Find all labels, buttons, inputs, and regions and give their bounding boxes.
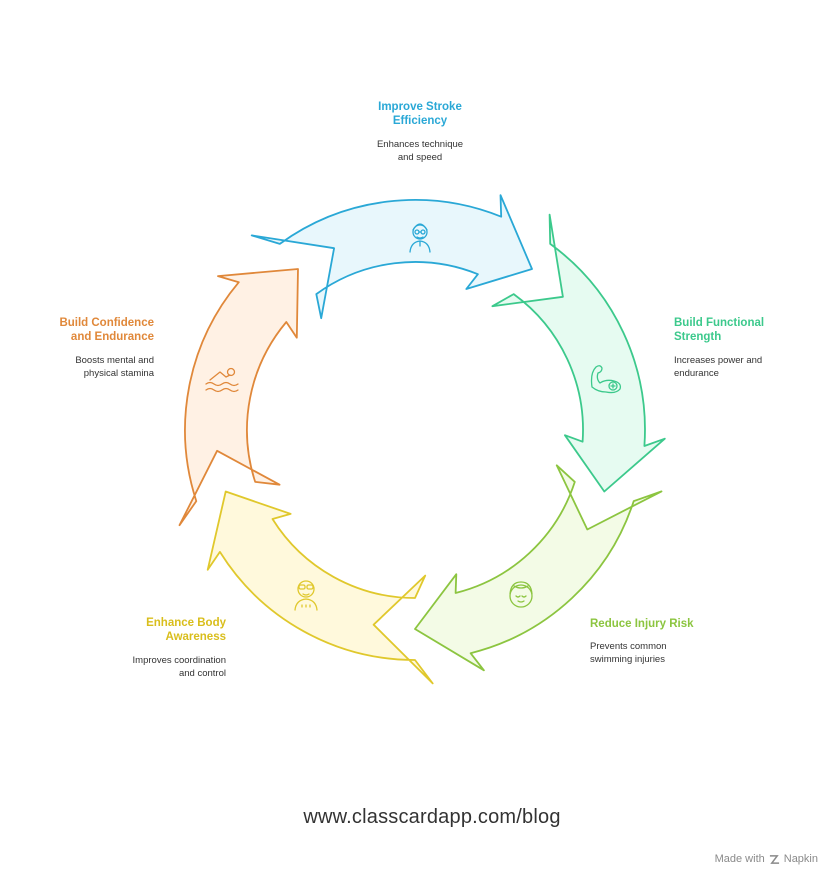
step-2-label-group: Build Functional Strength Increases powe…: [674, 316, 804, 380]
napkin-logo-icon: [769, 854, 779, 864]
cycle-arrow-step-3: [414, 464, 663, 672]
person-with-goggles-icon: [294, 580, 318, 611]
swimming-person-icon: [205, 367, 239, 393]
step-1-description: Enhances technique and speed: [376, 139, 464, 163]
swimmer-with-goggles-icon: [409, 223, 431, 253]
napkin-brand-text: Napkin: [783, 853, 818, 865]
step-5-title: Build Confidence and Endurance: [59, 317, 154, 343]
step-3-title: Reduce Injury Risk: [590, 618, 694, 630]
cycle-arrow-step-4: [206, 490, 434, 685]
swim-cap-face-icon: [509, 581, 533, 608]
step-5-description: Boosts mental and physical stamina: [75, 355, 154, 379]
step-2-title: Build Functional Strength: [674, 317, 765, 343]
step-4-title: Enhance Body Awareness: [146, 617, 226, 643]
step-1-title: Improve Stroke Efficiency: [378, 101, 462, 127]
step-1-label-group: Improve Stroke Efficiency Enhances techn…: [356, 100, 484, 164]
website-url[interactable]: www.classcardapp.com/blog: [303, 806, 561, 828]
flexed-arm-icon: [590, 365, 622, 394]
step-5-label-group: Build Confidence and Endurance Boosts me…: [24, 316, 154, 380]
made-with-napkin-footer[interactable]: Made with Napkin: [715, 853, 818, 865]
step-2-description: Increases power and endurance: [674, 355, 763, 379]
step-4-description: Improves coordination and control: [132, 655, 226, 679]
made-with-text: Made with: [714, 853, 765, 865]
cycle-arrow-step-5: [178, 268, 299, 527]
cycle-arrow-step-2: [491, 213, 666, 493]
step-3-label-group: Reduce Injury Risk Prevents common swimm…: [590, 617, 740, 666]
step-3-description: Prevents common swimming injuries: [590, 641, 667, 665]
step-4-label-group: Enhance Body Awareness Improves coordina…: [96, 616, 226, 680]
cycle-arrow-step-1: [250, 194, 533, 320]
